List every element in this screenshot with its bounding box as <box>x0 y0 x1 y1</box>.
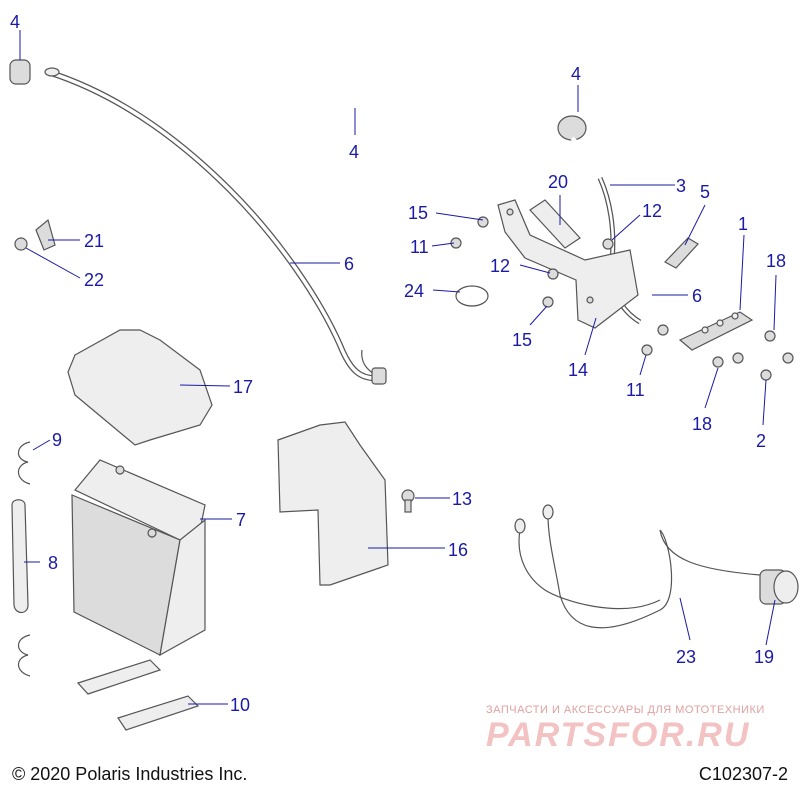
watermark-logo: PARTSFOR.RU <box>486 716 751 754</box>
drawing-code: C102307-2 <box>698 764 788 784</box>
ground-cable <box>47 69 381 382</box>
terminal-boot-right <box>557 115 602 179</box>
callout-5: 5 <box>700 182 710 202</box>
callout-9: 9 <box>52 430 62 450</box>
copyright-text: © 2020 Polaris Industries Inc. <box>12 764 248 784</box>
callout-13: 13 <box>452 489 472 509</box>
callouts: 4 4 4 20 3 5 1 15 12 18 11 21 6 12 22 24… <box>10 12 786 715</box>
watermark-tagline: ЗАПЧАСТИ И АКСЕССУАРЫ ДЛЯ МОТОТЕХНИКИ <box>486 704 765 716</box>
bolt <box>401 489 415 513</box>
callout-7: 7 <box>236 510 246 530</box>
battery-strap <box>11 499 29 614</box>
callout-2: 2 <box>756 431 766 451</box>
battery-cable-positive <box>21 37 576 141</box>
callout-21: 21 <box>84 231 104 251</box>
callout-4-right: 4 <box>571 64 581 84</box>
wire-harness <box>359 285 591 430</box>
callout-18-top: 18 <box>766 251 786 271</box>
battery <box>71 459 206 657</box>
power-socket <box>759 569 799 605</box>
callout-11-top: 11 <box>410 237 429 257</box>
callout-16: 16 <box>448 540 468 560</box>
callout-6-right: 6 <box>692 286 702 306</box>
mounting-bracket <box>497 199 639 329</box>
callout-3: 3 <box>676 176 686 196</box>
callout-1: 1 <box>738 214 748 234</box>
callout-19: 19 <box>754 647 774 667</box>
callout-10: 10 <box>230 695 250 715</box>
battery-shield <box>277 421 389 586</box>
spacer <box>529 199 581 249</box>
callout-20: 20 <box>548 172 568 192</box>
callout-24: 24 <box>404 281 424 301</box>
clips <box>17 441 31 677</box>
callout-14: 14 <box>568 360 588 380</box>
terminal-block <box>678 311 754 351</box>
battery-cable-positive-inner <box>20 36 577 142</box>
battery-pads <box>76 659 200 731</box>
callout-15-top: 15 <box>408 203 428 223</box>
callout-23: 23 <box>676 647 696 667</box>
ground-cable-inner <box>47 70 381 380</box>
callout-22: 22 <box>84 270 104 290</box>
fasteners <box>14 216 794 381</box>
callout-6-left: 6 <box>344 254 354 274</box>
terminal-boot-left <box>9 59 60 85</box>
accessory-cable <box>514 504 761 629</box>
callout-12-top: 12 <box>642 201 662 221</box>
callout-4-middle: 4 <box>349 142 359 162</box>
callout-11-bottom: 11 <box>626 380 645 400</box>
callout-12-middle: 12 <box>490 256 510 276</box>
battery-cover <box>67 329 213 446</box>
callout-18-bottom: 18 <box>692 414 712 434</box>
callout-15-bottom: 15 <box>512 330 532 350</box>
callout-8: 8 <box>48 553 58 573</box>
watermark: ЗАПЧАСТИ И АКСЕССУАРЫ ДЛЯ МОТОТЕХНИКИ PA… <box>486 704 786 754</box>
leader-lines <box>19 30 777 705</box>
small-bracket <box>664 237 699 269</box>
callout-4-top-left: 4 <box>10 12 20 32</box>
callout-17: 17 <box>233 377 253 397</box>
